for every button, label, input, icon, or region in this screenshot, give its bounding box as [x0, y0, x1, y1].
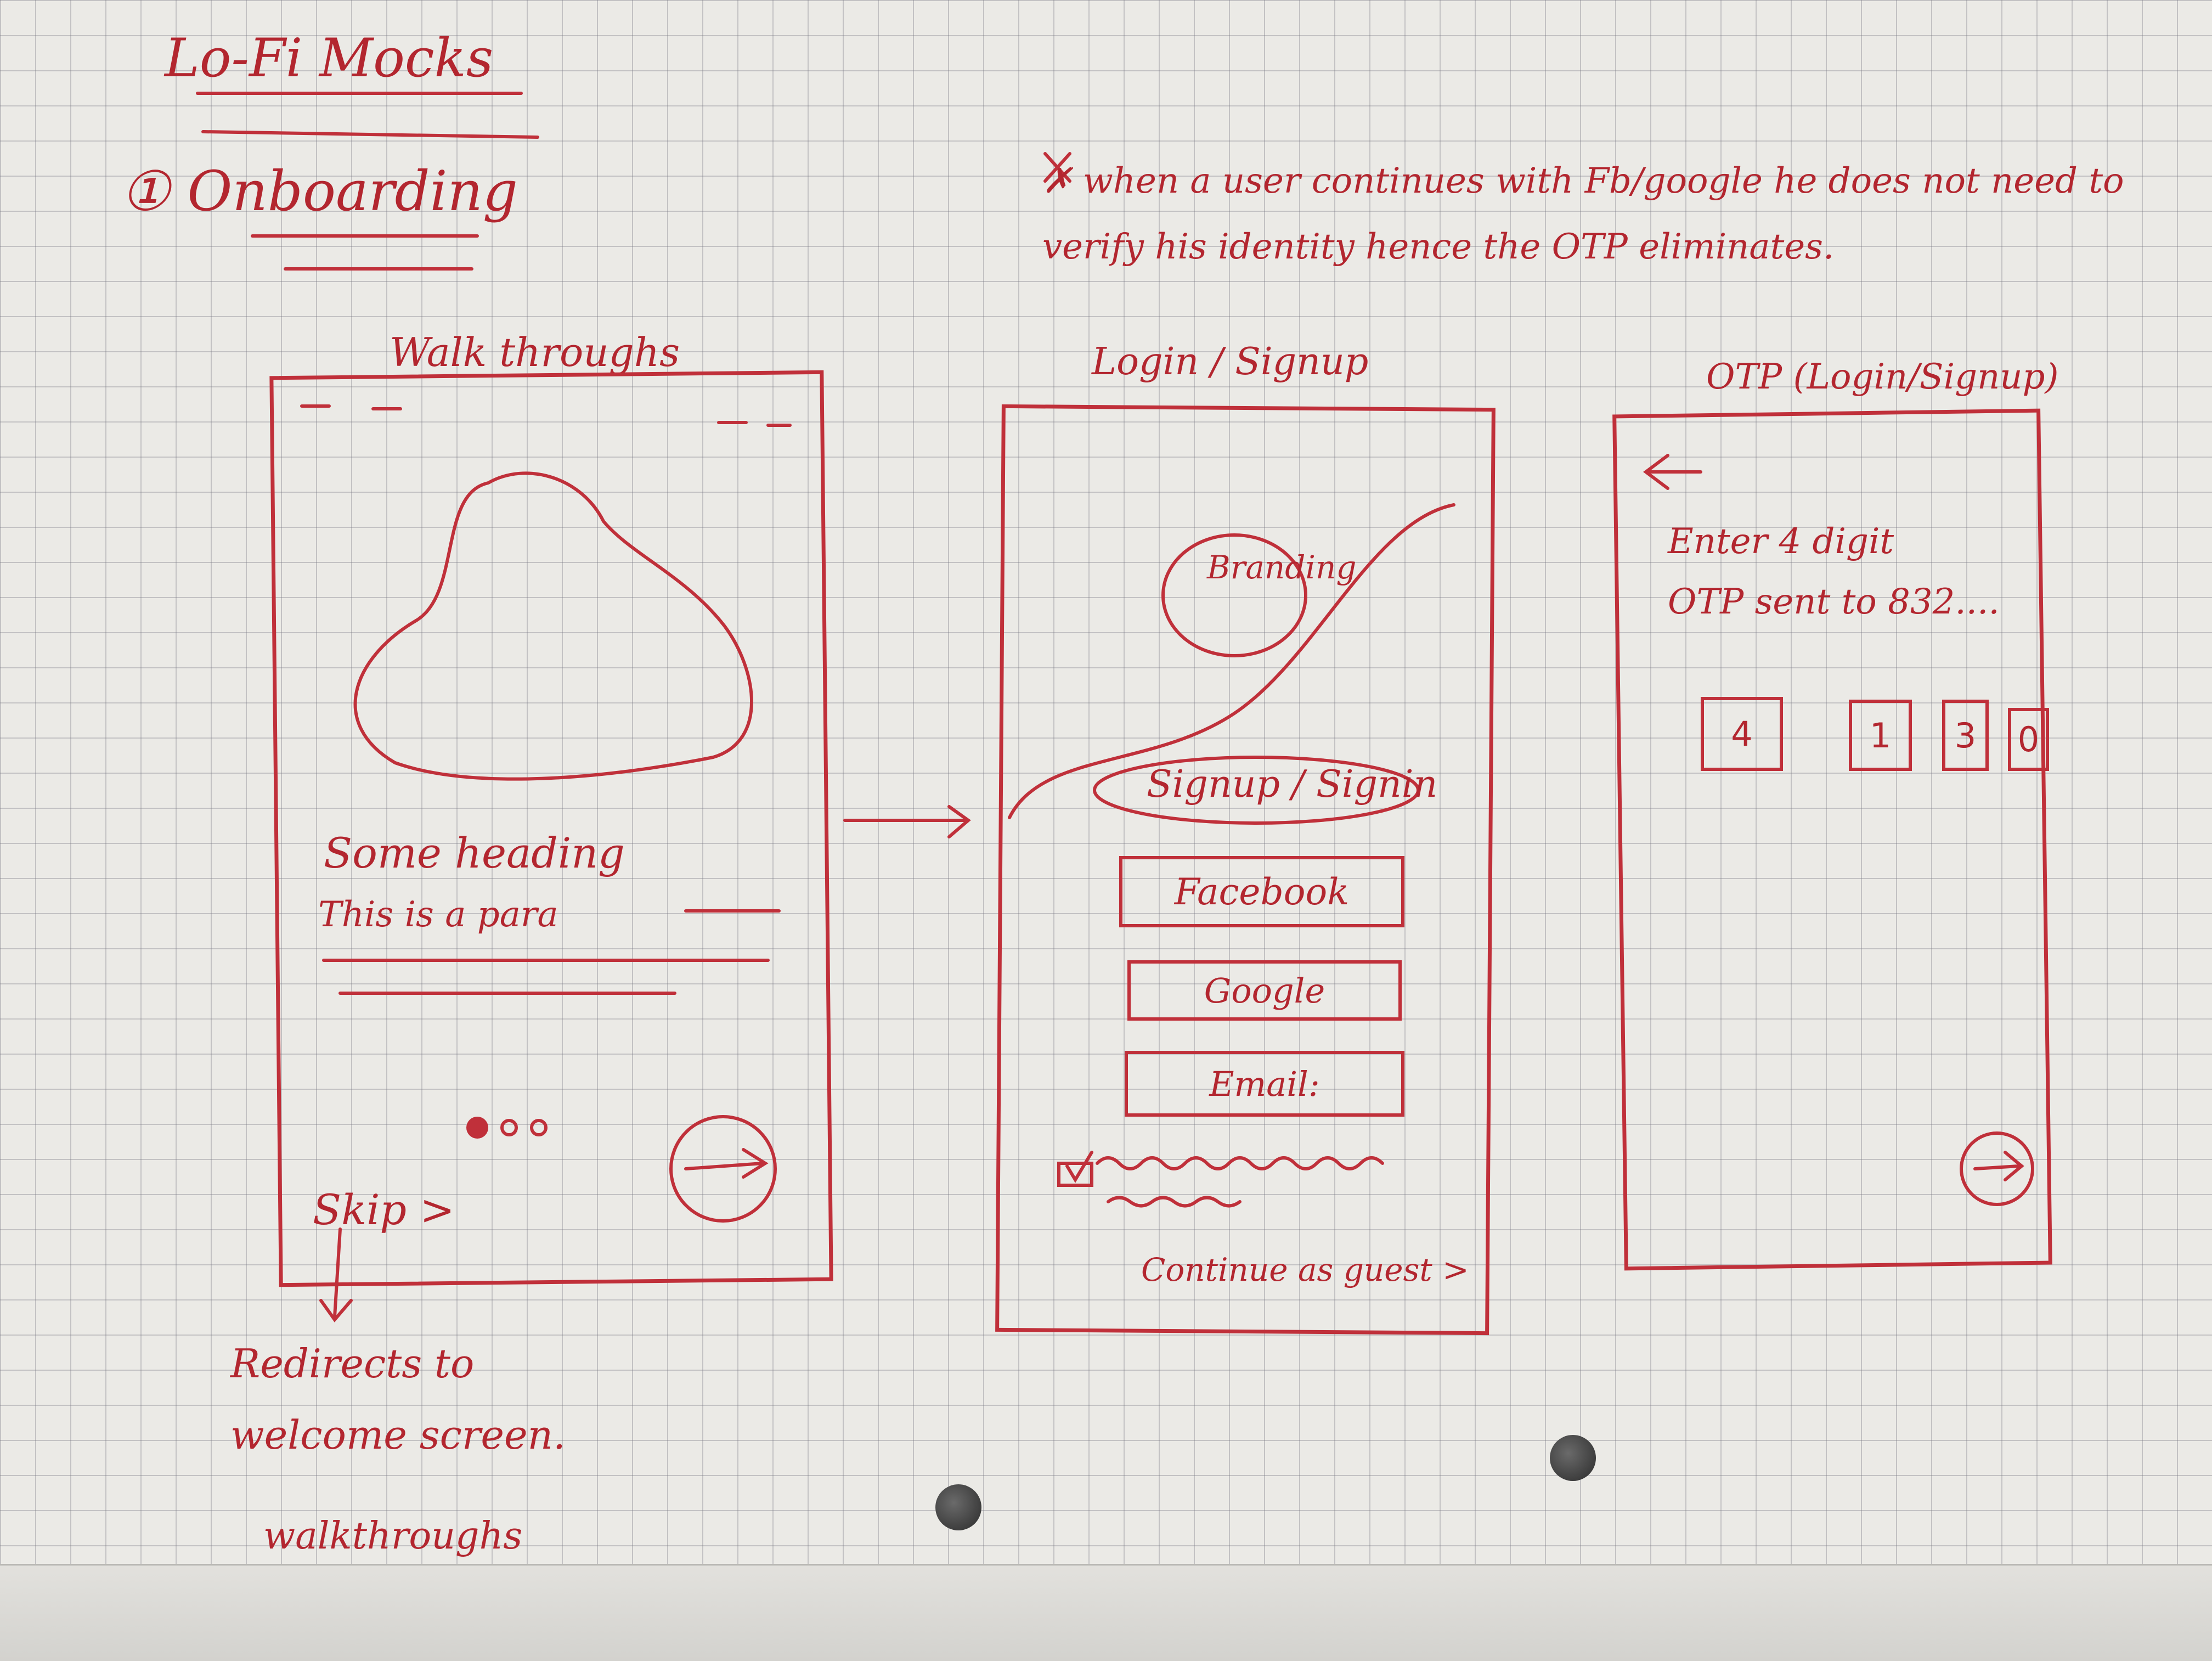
- google-button[interactable]: Google: [1127, 960, 1402, 1021]
- section-title: ① Onboarding: [121, 159, 518, 223]
- skip-button[interactable]: Skip >: [313, 1185, 455, 1234]
- dot-inactive[interactable]: [500, 1119, 518, 1136]
- redirect-note-text: Redirects to welcome screen.: [230, 1341, 566, 1458]
- walkthrough-label: Walk throughs: [390, 329, 680, 375]
- google-button-label: Google: [1204, 970, 1325, 1011]
- otp-next-button[interactable]: [1959, 1130, 2035, 1207]
- walkthrough-heading: Some heading: [324, 829, 625, 877]
- login-label: Login / Signup: [1092, 340, 1369, 384]
- email-button-label: Email:: [1209, 1063, 1320, 1104]
- facebook-button-label: Facebook: [1174, 870, 1350, 913]
- dot-inactive[interactable]: [530, 1119, 548, 1136]
- email-button[interactable]: Email:: [1125, 1051, 1404, 1117]
- otp-instruction-line2: OTP sent to 832....: [1668, 582, 2000, 622]
- sheet-title: Lo-Fi Mocks: [165, 27, 494, 89]
- next-arrow-button[interactable]: [669, 1114, 779, 1224]
- walkthroughs-note: walkthroughs: [263, 1514, 523, 1558]
- facebook-button[interactable]: Facebook: [1119, 856, 1404, 927]
- continue-as-guest-link[interactable]: Continue as guest >: [1141, 1251, 1469, 1288]
- back-button[interactable]: [1640, 450, 1706, 494]
- otp-label: OTP (Login/Signup): [1706, 357, 2059, 397]
- otp-instruction-line1: Enter 4 digit: [1668, 521, 1894, 562]
- otp-digit-4[interactable]: 0: [2008, 708, 2049, 771]
- signup-signin-button[interactable]: Signup / Signin: [1147, 763, 1438, 806]
- redirect-note: Redirects to welcome screen.: [230, 1328, 614, 1471]
- otp-digit-2[interactable]: 1: [1849, 700, 1912, 771]
- dot-active[interactable]: [466, 1117, 488, 1139]
- walkthrough-para: This is a para: [318, 894, 558, 935]
- page-edge: [0, 1564, 2212, 1661]
- punch-hole: [1550, 1435, 1596, 1481]
- flow-note-text: ✗ when a user continues with Fb/google h…: [1042, 161, 2124, 267]
- punch-hole: [935, 1484, 981, 1530]
- otp-digit-1[interactable]: 4: [1701, 697, 1783, 771]
- terms-checkbox[interactable]: [1053, 1147, 1097, 1191]
- branding-logo: Branding: [1207, 549, 1357, 586]
- flow-note: ✗ when a user continues with Fb/google h…: [1042, 148, 2172, 280]
- otp-digit-3[interactable]: 3: [1942, 700, 1989, 771]
- pagination-dots[interactable]: [466, 1117, 548, 1139]
